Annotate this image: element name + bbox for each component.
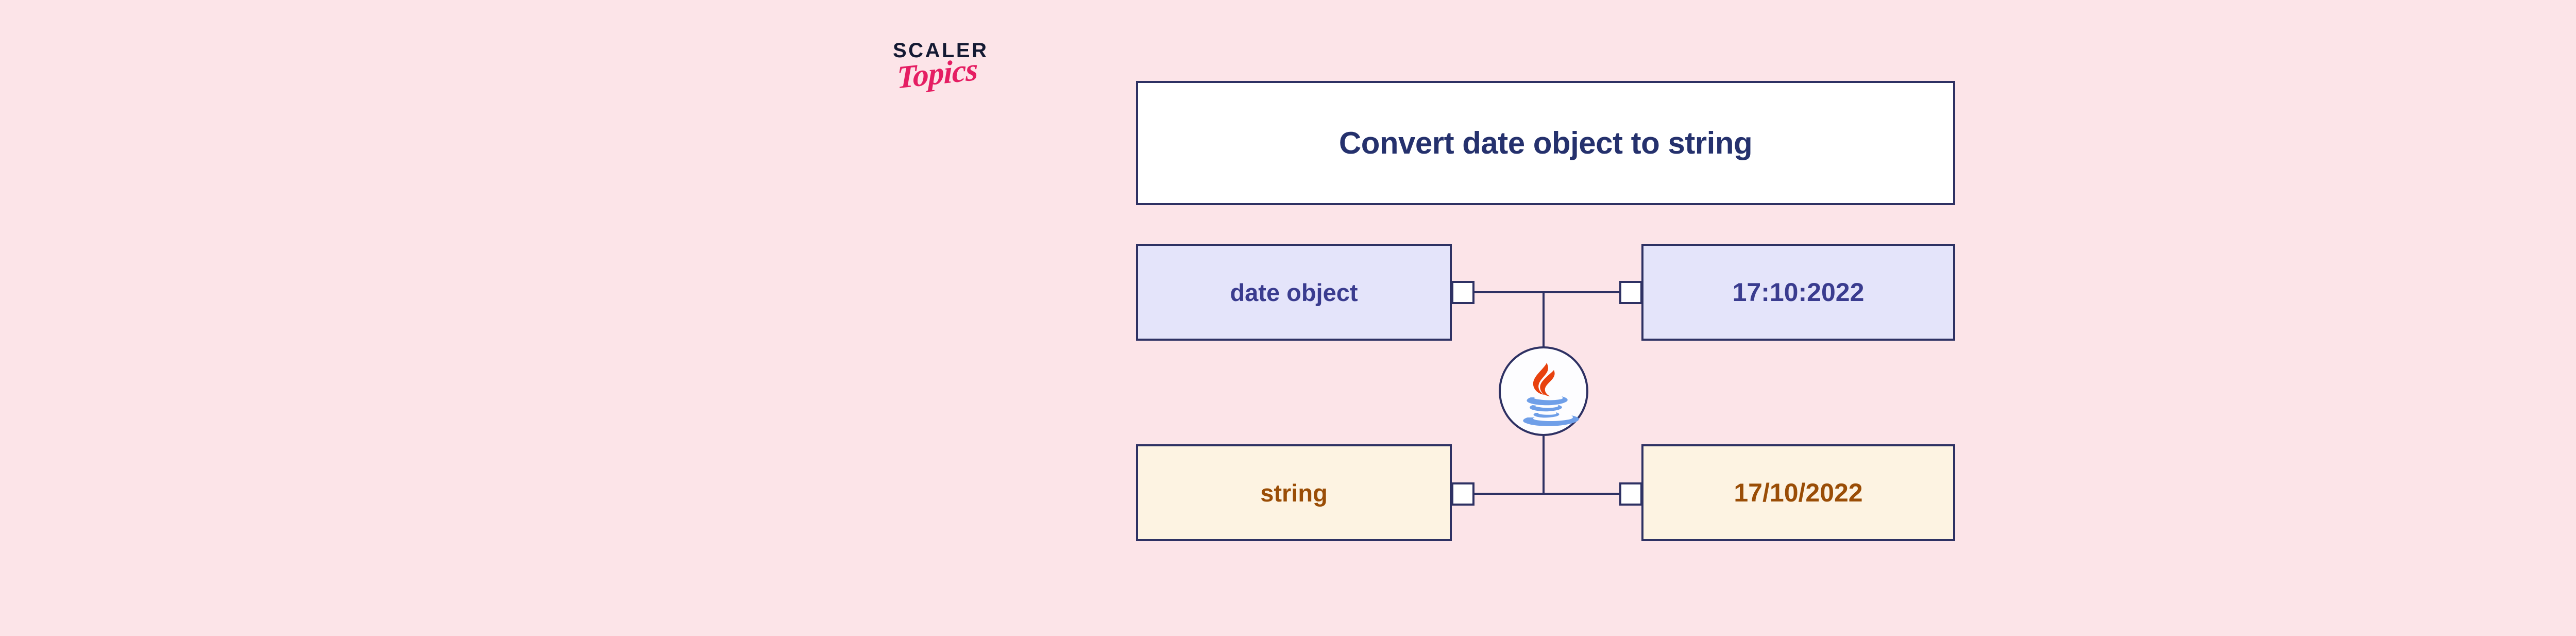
connector-stub-date-object-out bbox=[1451, 281, 1475, 304]
scaler-topics-logo: SCALER Topics bbox=[893, 40, 1027, 130]
connector-spine-top bbox=[1543, 291, 1545, 349]
connector-line-top-right bbox=[1544, 291, 1623, 293]
node-date-object: date object bbox=[1136, 244, 1452, 341]
java-logo-icon bbox=[1498, 345, 1589, 437]
diagram-title-box: Convert date object to string bbox=[1136, 81, 1955, 205]
connector-spine-bottom bbox=[1543, 436, 1545, 494]
node-string-value: 17/10/2022 bbox=[1641, 444, 1955, 541]
connector-stub-string-value-in bbox=[1619, 482, 1642, 506]
connector-line-top-left bbox=[1471, 291, 1546, 293]
connector-line-bottom-left bbox=[1471, 493, 1546, 495]
node-string: string bbox=[1136, 444, 1452, 541]
node-date-object-value-label: 17:10:2022 bbox=[1732, 278, 1865, 307]
node-date-object-value: 17:10:2022 bbox=[1641, 244, 1955, 341]
node-string-label: string bbox=[1260, 479, 1328, 507]
connector-stub-string-out bbox=[1451, 482, 1475, 506]
page-title: Convert date object to string bbox=[1338, 125, 1753, 160]
connector-stub-date-value-in bbox=[1619, 281, 1642, 304]
node-date-object-label: date object bbox=[1230, 278, 1358, 306]
connector-line-bottom-right bbox=[1544, 493, 1623, 495]
node-string-value-label: 17/10/2022 bbox=[1734, 478, 1863, 507]
logo-wordmark-scaler: SCALER bbox=[893, 39, 989, 62]
